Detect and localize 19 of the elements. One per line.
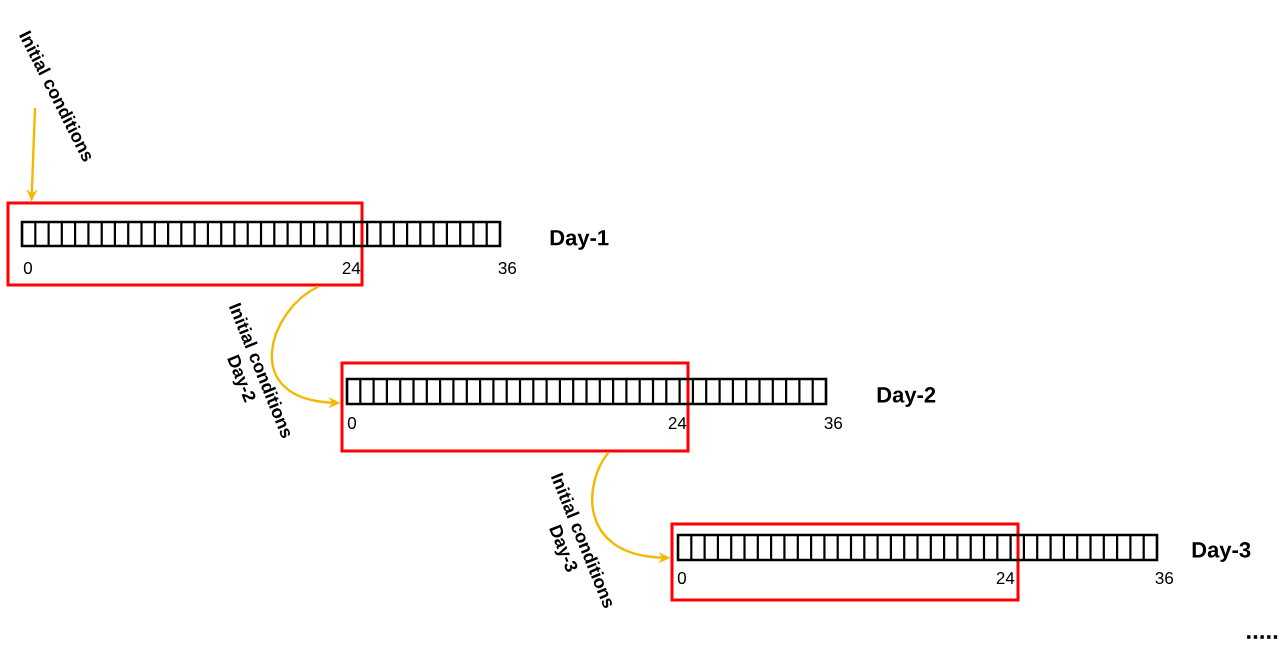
axis-number: 24 bbox=[996, 572, 1015, 584]
day-label: Day-2 bbox=[877, 387, 936, 407]
day-label: Day-1 bbox=[550, 230, 609, 250]
axis-number: 24 bbox=[342, 262, 361, 274]
axis-number: 36 bbox=[824, 416, 843, 429]
timeline-bar bbox=[345, 377, 828, 406]
axis-number: 24 bbox=[668, 417, 687, 429]
timeline-bar bbox=[676, 533, 1159, 562]
day-label: Day-3 bbox=[1192, 542, 1251, 562]
axis-number: 36 bbox=[498, 262, 517, 274]
axis-number: 0 bbox=[677, 571, 686, 584]
timeline-bar bbox=[20, 220, 502, 248]
highlight-frame bbox=[6, 201, 364, 287]
highlight-frame bbox=[670, 522, 1020, 602]
axis-number: 0 bbox=[23, 262, 32, 274]
axis-number: 0 bbox=[347, 416, 356, 429]
highlight-frame bbox=[340, 361, 690, 453]
axis-number: 36 bbox=[1155, 571, 1174, 584]
continuation-dots: ..... bbox=[1247, 635, 1278, 639]
